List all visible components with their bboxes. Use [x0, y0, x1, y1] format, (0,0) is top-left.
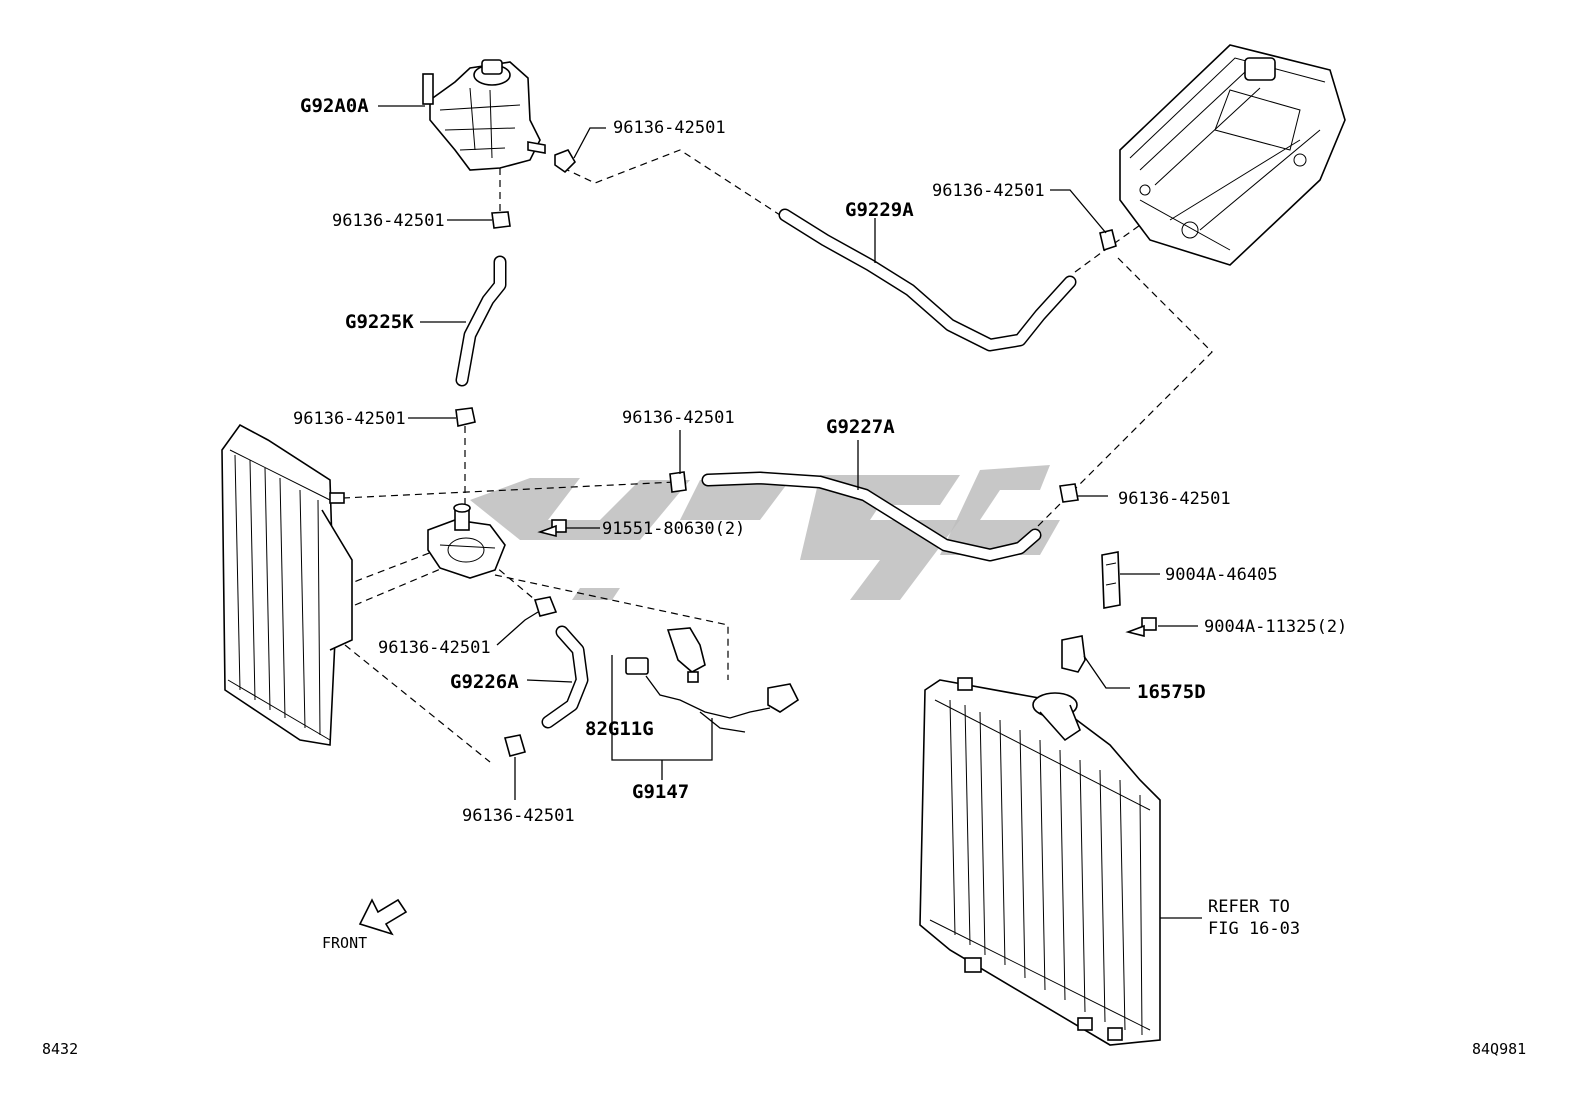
label-clip-center: 96136-42501 [622, 408, 735, 428]
label-bracket-9004a: 9004A-46405 [1165, 565, 1278, 585]
label-bolt-pump: 91551-80630(2) [602, 519, 745, 539]
label-clip-top: 96136-42501 [613, 118, 726, 138]
diagram-code-left: 8432 [42, 1040, 78, 1058]
label-g9229a: G9229A [845, 199, 914, 221]
label-16575d: 16575D [1137, 681, 1206, 703]
bracket-16575d[interactable] [1061, 635, 1086, 673]
wire-harness[interactable] [625, 627, 800, 733]
left-radiator[interactable] [221, 423, 353, 746]
hose-clip[interactable] [455, 407, 476, 427]
label-g9225k: G9225K [345, 311, 414, 333]
label-g9227a: G9227A [826, 416, 895, 438]
label-g9226a: G9226A [450, 671, 519, 693]
hose-clip[interactable] [533, 596, 558, 617]
reservoir-tank[interactable] [422, 59, 546, 171]
part-labels: G92A0A 96136-42501 96136-42501 G9225K 96… [293, 95, 1347, 939]
label-clip-inverter: 96136-42501 [932, 181, 1045, 201]
hose-clip[interactable] [554, 149, 577, 174]
hose-clip[interactable] [669, 471, 687, 493]
label-clip-right: 96136-42501 [1118, 489, 1231, 509]
label-refer-line1: REFER TO [1208, 897, 1290, 917]
hose-clip[interactable] [503, 734, 526, 757]
bracket-9004a[interactable] [1101, 551, 1121, 609]
watermark-logo [470, 465, 1060, 600]
hose-g9225k[interactable] [455, 255, 507, 387]
label-clip-pump-lower: 96136-42501 [378, 638, 491, 658]
label-clip-left-mid: 96136-42501 [293, 409, 406, 429]
inverter-assembly[interactable] [1119, 44, 1346, 266]
hose-clip[interactable] [1059, 483, 1079, 503]
pump-bolt[interactable] [537, 519, 567, 538]
label-82g11g: 82G11G [585, 718, 654, 740]
hose-g9227a[interactable] [701, 471, 1042, 562]
label-leaders [378, 105, 1202, 919]
label-bolt-9004a: 9004A-11325(2) [1204, 617, 1347, 637]
front-arrow-icon [358, 898, 408, 936]
hose-g9229a[interactable] [778, 208, 1077, 352]
right-radiator[interactable] [919, 677, 1161, 1046]
label-clip-reservoir: 96136-42501 [332, 211, 445, 231]
label-g9147: G9147 [632, 781, 689, 803]
hose-g9226a[interactable] [541, 625, 589, 729]
label-refer-line2: FIG 16-03 [1208, 919, 1300, 939]
diagram-code-right: 84Q981 [1472, 1040, 1526, 1058]
label-clip-bottom: 96136-42501 [462, 806, 575, 826]
water-pump[interactable] [427, 503, 506, 579]
front-label: FRONT [322, 934, 367, 952]
bolt-9004a[interactable] [1125, 617, 1157, 638]
hose-clip[interactable] [491, 211, 511, 229]
hose-clip[interactable] [1099, 229, 1117, 252]
label-g92a0a: G92A0A [300, 95, 369, 117]
